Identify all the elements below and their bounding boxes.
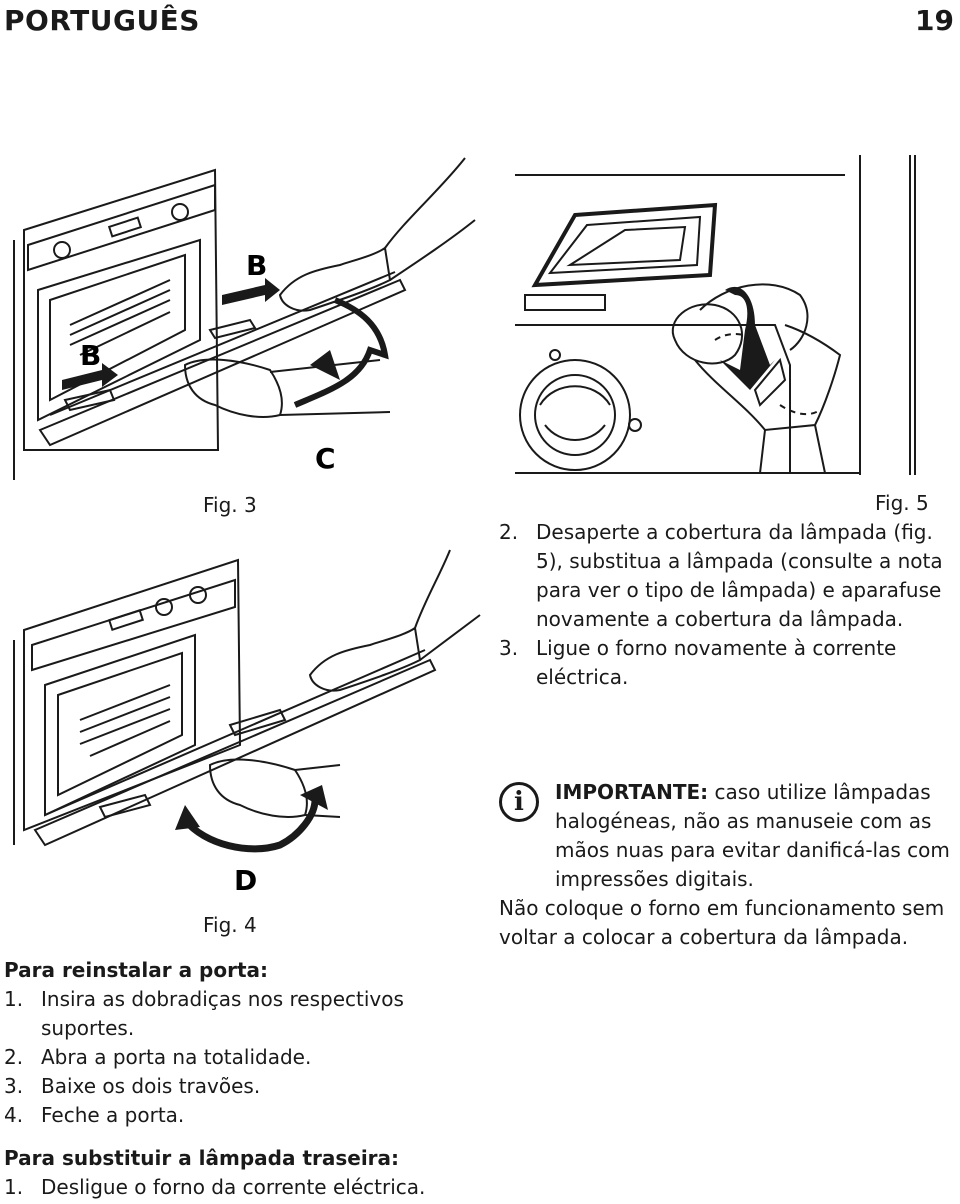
fig3-label-b-left: B bbox=[80, 339, 101, 372]
fig4-caption: Fig. 4 bbox=[203, 913, 257, 937]
important-note-warning: Não coloque o forno em funcionamento sem… bbox=[499, 896, 945, 949]
fig3-illustration: B B C bbox=[13, 157, 476, 480]
list-item: 4. Feche a porta. bbox=[4, 1101, 434, 1130]
list-item: 2. Abra a porta na totalidade. bbox=[4, 1043, 434, 1072]
step-text: Desaperte a cobertura da lâmpada (fig. 5… bbox=[536, 520, 943, 631]
step-text: Ligue o forno novamente à corrente eléct… bbox=[536, 636, 897, 689]
step-number: 1. bbox=[4, 987, 24, 1011]
step-text: Insira as dobradiças nos respectivos sup… bbox=[41, 987, 404, 1040]
reinstall-door-heading: Para reinstalar a porta: bbox=[4, 958, 269, 982]
replace-lamp-steps: 2. Desaperte a cobertura da lâmpada (fig.… bbox=[499, 518, 960, 692]
important-label: IMPORTANTE: bbox=[555, 780, 709, 804]
replace-rear-lamp-heading: Para substituir a lâmpada traseira: bbox=[4, 1146, 400, 1170]
list-item: 1. Insira as dobradiças nos respectivos s… bbox=[4, 985, 434, 1043]
replace-rear-lamp-section: Para substituir a lâmpada traseira: 1. De… bbox=[4, 1144, 484, 1202]
step-number: 1. bbox=[4, 1175, 24, 1199]
fig3-label-c: C bbox=[315, 442, 336, 475]
list-item: 3. Baixe os dois travões. bbox=[4, 1072, 434, 1101]
step-text: Desligue o forno da corrente eléctrica. bbox=[41, 1175, 426, 1199]
fig5-caption: Fig. 5 bbox=[875, 491, 929, 515]
step-text: Abra a porta na totalidade. bbox=[41, 1045, 312, 1069]
step-number: 4. bbox=[4, 1103, 24, 1127]
list-item: 3. Ligue o forno novamente à corrente elé… bbox=[499, 634, 960, 692]
list-item: 2. Desaperte a cobertura da lâmpada (fig.… bbox=[499, 518, 960, 634]
step-text: Feche a porta. bbox=[41, 1103, 185, 1127]
fig4-illustration: D bbox=[13, 549, 481, 897]
fig5-illustration bbox=[515, 155, 916, 475]
section-language-title: PORTUGUÊS bbox=[4, 4, 200, 37]
step-number: 3. bbox=[499, 636, 519, 660]
list-item: 1. Desligue o forno da corrente eléctrica… bbox=[4, 1173, 484, 1202]
fig3-caption: Fig. 3 bbox=[203, 493, 257, 517]
fig4-label-d: D bbox=[234, 864, 257, 897]
important-note: i IMPORTANTE: caso utilize lâmpadas halo… bbox=[499, 778, 960, 952]
step-number: 3. bbox=[4, 1074, 24, 1098]
step-text: Baixe os dois travões. bbox=[41, 1074, 261, 1098]
info-icon: i bbox=[499, 782, 539, 822]
page-number: 19 bbox=[915, 4, 954, 37]
important-note-text: IMPORTANTE: caso utilize lâmpadas halogé… bbox=[499, 778, 960, 894]
step-number: 2. bbox=[4, 1045, 24, 1069]
reinstall-door-section: Para reinstalar a porta: 1. Insira as dob… bbox=[4, 956, 434, 1130]
important-body: caso utilize lâmpadas halogéneas, não as… bbox=[555, 780, 950, 891]
fig3-label-b-top: B bbox=[246, 249, 267, 282]
step-number: 2. bbox=[499, 520, 519, 544]
